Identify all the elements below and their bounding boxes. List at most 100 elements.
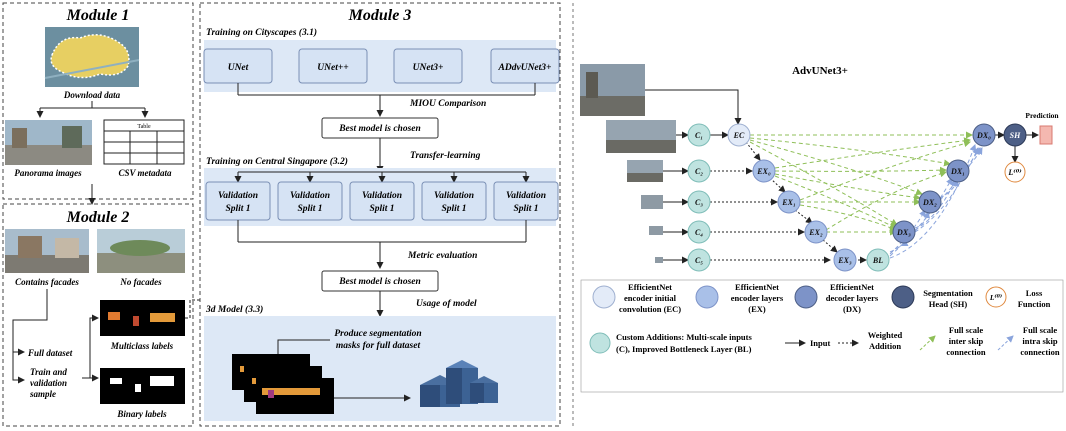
legend-dx-line1: EfficientNet (830, 282, 874, 292)
validation-label-line2-2: Split 1 (369, 204, 394, 214)
model-label-0: UNet (228, 63, 249, 73)
legend-ex-line3: (EX) (748, 304, 766, 314)
node-ex3 (833, 248, 857, 272)
legend-inter-line2: inter skip (949, 336, 984, 346)
validation-label-line1-1: Validation (290, 191, 330, 201)
node-ec (727, 123, 751, 147)
prediction-box (1039, 125, 1053, 145)
best-model-label-1: Best model is chosen (338, 124, 421, 134)
model-label-3: ADdvUNet3+ (498, 63, 552, 73)
node-bl (866, 248, 890, 272)
legend-dx-line2: decoder layers (826, 293, 879, 303)
node-label-c2: C₂ (695, 167, 703, 176)
train-label-2: validation (30, 378, 67, 388)
validation-label-line2-0: Split 1 (225, 204, 250, 214)
table-title: Table (137, 124, 151, 130)
legend-inter-line1: Full scale (949, 325, 983, 335)
model-box-1 (298, 48, 368, 84)
legend-sh-swatch (891, 285, 915, 309)
model-label-1: UNet++ (317, 63, 348, 73)
validation-label-line1-4: Validation (506, 191, 546, 201)
node-c1 (687, 123, 711, 147)
node-label-dx3: DX₃ (896, 228, 911, 237)
csv-label: CSV metadata (118, 168, 172, 178)
node-ex0 (752, 159, 776, 183)
legend-inter-arrow (919, 335, 936, 351)
node-ex2 (804, 220, 828, 244)
legend-ec-swatch (592, 285, 616, 309)
node-dx1 (946, 159, 970, 183)
no-facades-label: No facades (119, 277, 162, 287)
validation-label-line2-4: Split 1 (513, 204, 538, 214)
legend-custom-line2: (C), Improved Bottleneck Layer (BL) (616, 344, 752, 354)
legend-loss-line2: Function (1018, 299, 1051, 309)
node-label-ex0: EX₀ (756, 167, 771, 176)
metric-label: Metric evaluation (407, 251, 477, 261)
validation-box-2 (349, 181, 415, 221)
validation-label-line1-2: Validation (362, 191, 402, 201)
node-c5 (687, 248, 711, 272)
input-image-c3 (641, 195, 663, 209)
node-c2 (687, 159, 711, 183)
usage-label: Usage of model (416, 299, 477, 309)
legend-ec-line2: encoder initial (624, 293, 677, 303)
node-label-dx1: DX₁ (950, 167, 965, 176)
buildings-3d-icon (420, 360, 498, 407)
node-label-c1: C₁ (695, 131, 703, 140)
panorama-image (5, 120, 92, 165)
node-label-loss: L⁽⁰⁾ (1007, 168, 1022, 177)
legend-ec-line1: EfficientNet (628, 282, 672, 292)
legend-custom-line1: Custom Additions: Multi-scale inputs (616, 332, 752, 342)
train-label-1: Train and (30, 367, 67, 377)
legend-weighted-line1: Weighted (868, 330, 903, 340)
node-ex1 (777, 190, 801, 214)
model-box-3 (490, 48, 560, 84)
legend-intra-arrow (997, 335, 1014, 351)
module1-title: Module 1 (66, 7, 130, 24)
map-image (44, 27, 140, 87)
legend-loss-line1: Loss (1026, 288, 1043, 298)
produce-label-1: Produce segmentation (334, 329, 421, 339)
validation-label-line2-1: Split 1 (297, 204, 322, 214)
legend-dx-swatch (794, 285, 818, 309)
mask-stack-image (232, 354, 334, 414)
module1-panel: Module 1 Download data Panorama images T (2, 2, 194, 205)
validation-box-1 (277, 181, 343, 221)
multiclass-label-image (100, 300, 185, 336)
facade-image (5, 229, 89, 273)
binary-label-image (100, 368, 185, 404)
legend-ex-line2: encoder layers (731, 293, 784, 303)
legend: EfficientNet encoder initial convolution… (580, 279, 1064, 393)
full-dataset-label: Full dataset (27, 348, 73, 358)
legend-inter-line3: connection (946, 347, 985, 357)
binary-label: Binary labels (116, 409, 167, 419)
node-label-ex1: EX₁ (781, 198, 795, 207)
validation-label-line1-0: Validation (218, 191, 258, 201)
node-label-c5: C₅ (695, 256, 703, 265)
input-image-c2 (627, 160, 663, 182)
node-dx2 (918, 190, 942, 214)
csv-table: Table (103, 119, 185, 165)
model-box-2 (393, 48, 463, 84)
legend-weighted-line2: Addition (869, 341, 901, 351)
multiclass-label: Multiclass labels (110, 341, 174, 351)
legend-sh-line1: Segmentation (923, 288, 973, 298)
legend-loss-symbol: L⁽⁰⁾ (989, 293, 1002, 302)
node-label-ec: EC (733, 131, 745, 140)
input-image-large (580, 64, 645, 116)
panorama-label: Panorama images (14, 168, 82, 178)
input-image-c5 (655, 257, 663, 263)
legend-loss-swatch (985, 286, 1007, 308)
module3-title: Module 3 (348, 7, 412, 24)
model3d-label: 3d Model (3.3) (205, 304, 263, 315)
module2-title: Module 2 (66, 209, 130, 226)
legend-sh-line2: Head (SH) (929, 299, 968, 309)
advunet-title: AdvUNet3+ (792, 65, 848, 77)
input-image-c4 (649, 226, 663, 235)
node-label-dx0: DX₀ (976, 131, 991, 140)
input-image-c1 (606, 120, 676, 153)
legend-intra-line2: intra skip (1022, 336, 1057, 346)
